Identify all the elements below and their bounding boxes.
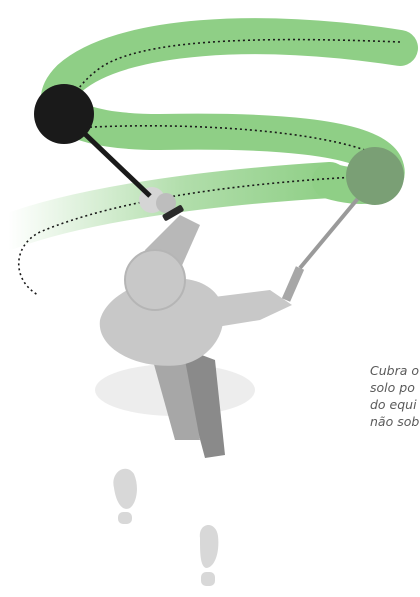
footprints [113,469,218,586]
caption-line-4: não sob [370,413,420,430]
caption-line-2: solo po [370,379,420,396]
swing-path-loop [59,36,400,186]
athlete-figure [95,187,300,458]
caption-line-3: do equi [370,396,420,413]
footprint-icon [113,469,137,524]
caption-text: Cubra o solo po do equi não sob [370,362,420,430]
caption-line-1: Cubra o [370,362,420,379]
athlete-head [125,250,185,310]
hammer-head-icon [34,84,94,144]
hammer-head-ghost-icon [346,147,404,205]
footprint-icon [200,525,219,586]
